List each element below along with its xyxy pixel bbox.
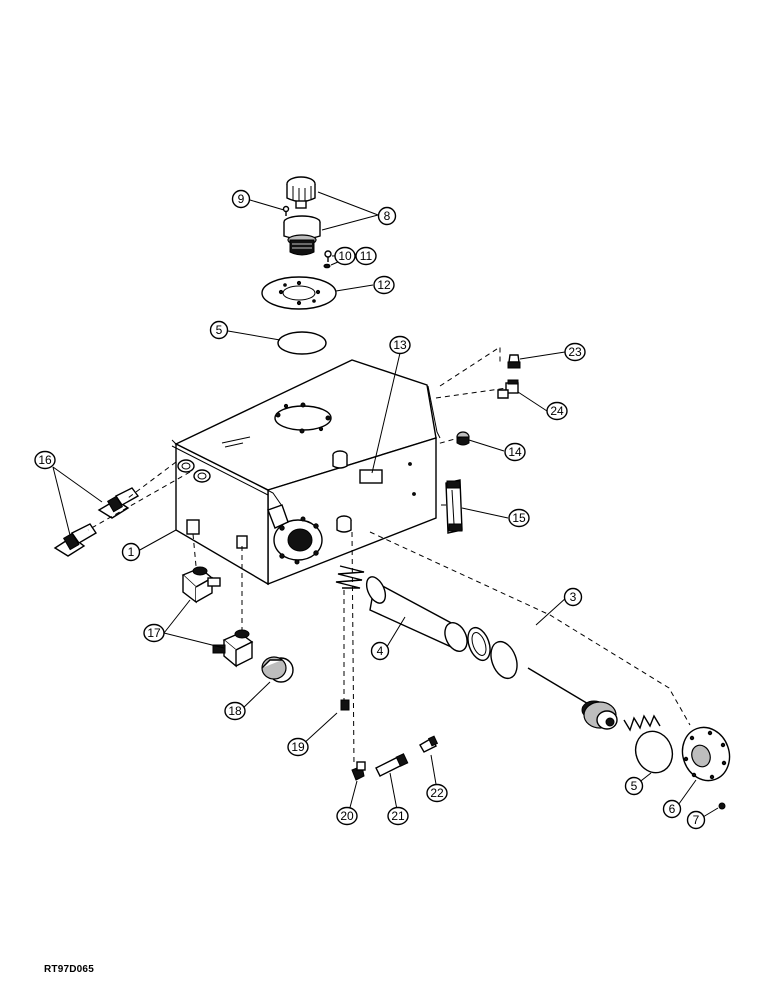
mounting-plate	[261, 276, 337, 310]
svg-text:21: 21	[391, 809, 405, 823]
svg-text:10: 10	[338, 249, 352, 263]
svg-text:17: 17	[147, 626, 161, 640]
gasket-upper	[277, 331, 327, 355]
bypass-valve	[527, 667, 618, 730]
svg-text:7: 7	[693, 813, 700, 827]
callout-1: 1	[121, 542, 141, 562]
callout-22: 22	[426, 783, 448, 803]
screw-washer-10-11	[323, 250, 332, 269]
filter-element	[365, 576, 468, 652]
svg-text:19: 19	[291, 740, 305, 754]
svg-text:24: 24	[550, 404, 564, 418]
svg-text:18: 18	[228, 704, 242, 718]
callout-19: 19	[287, 737, 309, 757]
callout-11: 11	[355, 246, 377, 266]
svg-text:20: 20	[340, 809, 354, 823]
callout-3: 3	[563, 587, 583, 607]
breather-cap	[286, 176, 316, 209]
callout-23: 23	[564, 342, 586, 362]
callout-18: 18	[224, 701, 246, 721]
elbow-fitting-20	[351, 761, 366, 781]
callout-13: 13	[389, 335, 411, 355]
fitting-19	[340, 699, 350, 711]
callout-5-lower: 5	[624, 776, 644, 796]
hydraulic-tank	[171, 359, 441, 586]
callout-20: 20	[336, 806, 358, 826]
callout-17: 17	[143, 623, 165, 643]
callout-6: 6	[662, 799, 682, 819]
filter-cover	[681, 726, 731, 782]
callouts: 9 8 10 11 12 5 13 23	[34, 189, 706, 830]
callout-9: 9	[231, 189, 251, 209]
svg-text:12: 12	[377, 278, 391, 292]
tee-fitting-lower	[212, 629, 254, 668]
figure-code: RT97D065	[44, 964, 94, 975]
seal-ring	[467, 626, 491, 662]
callout-21: 21	[387, 806, 409, 826]
svg-text:8: 8	[384, 209, 391, 223]
svg-text:16: 16	[38, 453, 52, 467]
cap-18	[261, 656, 294, 683]
svg-text:15: 15	[512, 511, 526, 525]
svg-text:1: 1	[128, 545, 135, 559]
tee-fitting-upper	[181, 566, 221, 604]
leader-lines	[52, 191, 719, 821]
svg-text:4: 4	[377, 644, 384, 658]
filler-neck-strainer	[283, 215, 321, 256]
svg-text:5: 5	[631, 779, 638, 793]
callout-16: 16	[34, 450, 56, 470]
callout-4: 4	[370, 641, 390, 661]
screw-9	[282, 205, 290, 216]
svg-text:13: 13	[393, 338, 407, 352]
svg-text:9: 9	[238, 192, 245, 206]
gasket-lower	[634, 730, 674, 774]
fitting-23	[507, 354, 521, 369]
svg-text:11: 11	[360, 249, 373, 263]
svg-text:3: 3	[570, 590, 577, 604]
svg-text:23: 23	[568, 345, 582, 359]
adapter-22	[419, 735, 439, 753]
o-ring	[490, 640, 518, 680]
callout-12: 12	[373, 275, 395, 295]
callout-8: 8	[377, 206, 397, 226]
callout-5-upper: 5	[209, 320, 229, 340]
plug-14	[456, 431, 470, 446]
quick-coupler-upper	[97, 487, 140, 519]
elbow-fitting-24	[497, 379, 519, 399]
callout-10: 10	[334, 246, 356, 266]
adapter-21	[375, 753, 409, 777]
sight-gauge	[445, 479, 463, 534]
svg-text:22: 22	[430, 786, 444, 800]
callout-24: 24	[546, 401, 568, 421]
svg-text:6: 6	[669, 802, 676, 816]
callout-14: 14	[504, 442, 526, 462]
cover-bolt	[718, 802, 726, 810]
assembly-lines	[87, 346, 691, 767]
bypass-spring	[623, 714, 661, 732]
quick-coupler-lower	[53, 523, 97, 557]
filter-spring	[335, 565, 365, 589]
callout-7: 7	[686, 810, 706, 830]
svg-text:14: 14	[508, 445, 522, 459]
svg-text:5: 5	[216, 323, 223, 337]
callout-15: 15	[508, 508, 530, 528]
